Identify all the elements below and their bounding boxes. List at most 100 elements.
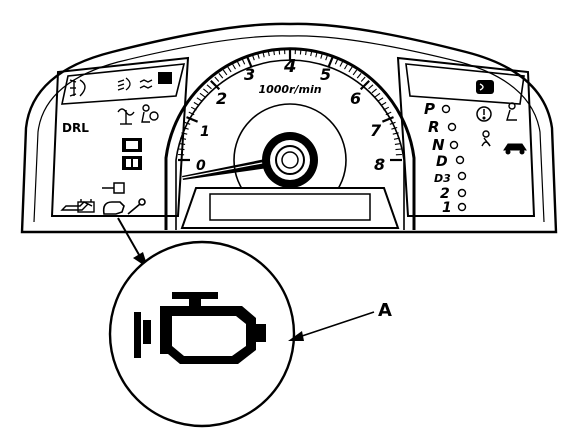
tach-tick: [339, 60, 344, 67]
tach-tick: [368, 84, 374, 90]
tach-tick: [348, 66, 353, 73]
tach-number-6: 6: [350, 89, 361, 108]
tach-number-7: 7: [370, 121, 382, 140]
tach-tick: [210, 80, 221, 91]
callout-label-a: A: [378, 300, 392, 321]
tach-tick: [389, 121, 396, 125]
tach-tick: [227, 66, 232, 73]
tach-tick: [190, 106, 197, 111]
tach-tick: [352, 69, 358, 76]
vsa-display-icon: [122, 156, 142, 170]
left-indicator-panel: DRL: [50, 56, 190, 217]
gear-r-label: R: [428, 118, 440, 136]
tach-tick: [214, 76, 220, 82]
airbag-icon: [141, 104, 159, 123]
tach-tick: [344, 63, 349, 70]
tach-tick: [377, 97, 384, 102]
tach-tick: [374, 92, 381, 98]
tach-tick: [394, 143, 401, 145]
high-beam-icon: [476, 80, 494, 94]
cruise-display-icon: [122, 138, 142, 152]
tach-tick: [241, 58, 246, 65]
passenger-airbag-icon: [506, 102, 517, 121]
tach-tick: [360, 76, 366, 82]
tach-tick: [315, 51, 318, 58]
tach-tick: [251, 54, 255, 61]
tach-tick: [196, 97, 203, 102]
tpms-icon: [117, 108, 135, 125]
tach-tick: [310, 50, 313, 57]
lower-lcd-display: [180, 187, 400, 229]
tach-tick: [178, 148, 185, 151]
door-open-icon: [503, 143, 527, 155]
brake-system-icon: [476, 106, 492, 122]
gear-2-label: 2: [440, 186, 450, 202]
right-indicator-panel: P R N D D3 2 1: [396, 56, 536, 217]
tach-number-5: 5: [320, 65, 331, 84]
tach-number-0: 0: [196, 158, 206, 174]
tach-tick: [380, 101, 387, 106]
tach-tick: [246, 56, 253, 69]
tach-tick: [305, 49, 307, 56]
tach-tick: [199, 92, 206, 98]
tach-tick: [371, 88, 377, 94]
tach-number-2: 2: [216, 89, 227, 108]
tach-tick-marks: [178, 48, 402, 162]
tach-tick: [381, 116, 394, 123]
gear-indicator-lamps: [441, 104, 467, 212]
tach-tick: [278, 48, 281, 55]
tach-tick: [359, 80, 370, 91]
low-beam-icon: [117, 77, 153, 91]
check-engine-icon: [134, 292, 266, 364]
low-oil-pressure-icon: [60, 201, 93, 211]
tach-number-3: 3: [244, 65, 255, 84]
tach-number-1: 1: [200, 124, 210, 140]
tach-tick: [181, 132, 188, 135]
tach-tick: [385, 111, 392, 116]
seatbelt-reminder-icon: [481, 130, 491, 147]
tach-number-8: 8: [374, 155, 385, 174]
tach-unit-label: 1000r/min: [258, 83, 321, 96]
tach-tick: [392, 132, 399, 135]
tach-tick: [320, 52, 324, 59]
tach-tick: [179, 143, 186, 145]
tach-tick: [193, 101, 200, 106]
tach-tick: [182, 126, 189, 130]
tach-tick: [267, 50, 270, 57]
tach-tick: [218, 73, 224, 79]
tach-tick: [256, 52, 260, 59]
gear-p-label: P: [424, 100, 435, 118]
gear-d-label: D: [436, 154, 448, 170]
tach-tick: [262, 51, 265, 58]
gear-1-label: 1: [442, 200, 452, 216]
tach-needle: [181, 156, 282, 180]
tach-tick: [236, 60, 241, 67]
tach-tick: [395, 148, 402, 151]
seatbelt-display-icon: [158, 72, 172, 84]
tach-tick: [184, 121, 191, 125]
tach-tick: [383, 106, 390, 111]
tach-tick: [391, 126, 398, 130]
immobilizer-icon: [102, 182, 125, 194]
fog-light-icon: [69, 79, 86, 97]
check-engine-callout: [108, 240, 296, 428]
tach-tick: [222, 69, 228, 76]
drl-label: DRL: [62, 121, 89, 135]
tach-tick: [203, 88, 209, 94]
gear-n-label: N: [432, 136, 445, 154]
tach-tick: [356, 73, 362, 79]
callout-leader-line: [288, 311, 375, 341]
tach-tick: [393, 137, 400, 140]
tach-tick: [325, 54, 329, 61]
tach-number-4: 4: [283, 56, 297, 77]
check-engine-small-icon: [102, 201, 125, 215]
tach-tick: [186, 116, 199, 123]
tach-tick: [206, 84, 212, 90]
gear-d3-label: D3: [434, 172, 451, 185]
maintenance-wrench-icon: [127, 198, 146, 215]
tach-tick: [299, 48, 302, 55]
tach-tick: [180, 137, 187, 140]
tach-tick: [273, 49, 275, 56]
tach-tick: [188, 111, 195, 116]
